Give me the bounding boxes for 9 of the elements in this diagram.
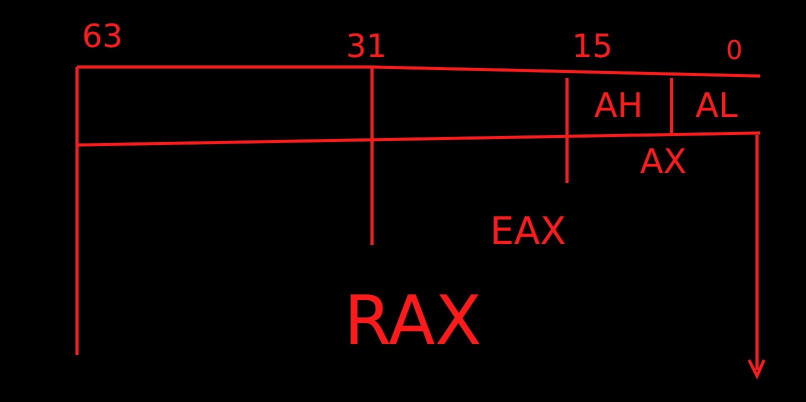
register-name: RAX — [344, 288, 482, 356]
bit-number: 63 — [82, 20, 123, 52]
bit-number: 0 — [726, 38, 743, 64]
bit-number: 31 — [346, 30, 387, 62]
register-name: AL — [695, 88, 738, 122]
register-name: AH — [594, 88, 643, 122]
register-name: AX — [640, 145, 687, 179]
bit-number: 15 — [572, 30, 613, 62]
register-name: EAX — [490, 212, 566, 250]
